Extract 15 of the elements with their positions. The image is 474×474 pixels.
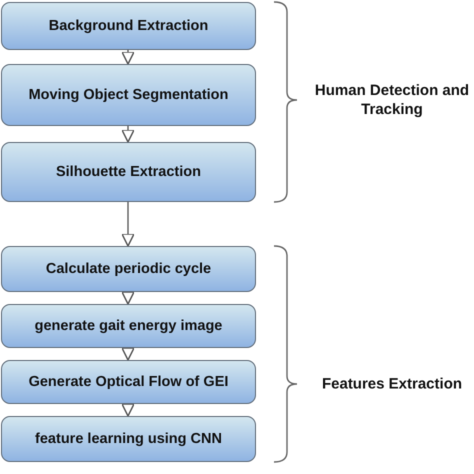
arrow (121, 403, 135, 417)
arrow (121, 347, 135, 361)
group-label: Human Detection and Tracking (314, 81, 470, 119)
process-box: Generate Optical Flow of GEI (1, 360, 256, 404)
process-box: Calculate periodic cycle (1, 246, 256, 292)
group-label: Features Extraction (320, 374, 464, 394)
arrow (121, 126, 135, 143)
process-box: generate gait energy image (1, 304, 256, 348)
process-box: Background Extraction (1, 2, 256, 50)
process-box: Moving Object Segmentation (1, 64, 256, 126)
arrow (121, 202, 135, 247)
arrow (121, 50, 135, 65)
process-box: Silhouette Extraction (1, 142, 256, 202)
arrow (121, 291, 135, 305)
process-box: feature learning using CNN (1, 416, 256, 462)
